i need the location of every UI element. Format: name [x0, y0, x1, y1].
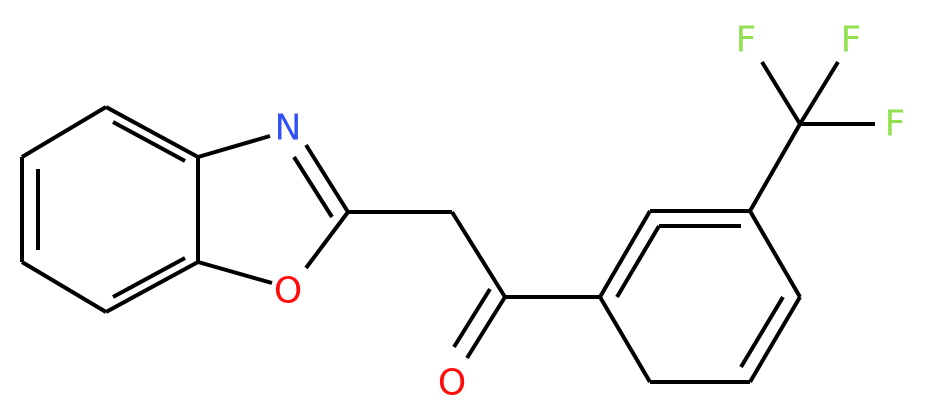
- bond: [748, 123, 802, 212]
- bond: [465, 295, 507, 360]
- bond: [105, 105, 199, 159]
- bond: [197, 134, 271, 159]
- bond: [798, 60, 840, 126]
- trifluoromethyl-group: [748, 60, 875, 212]
- bond: [598, 209, 652, 299]
- carbonyl-oxygen-label: O: [438, 363, 466, 404]
- nitrogen-label: N: [275, 108, 302, 149]
- bond: [112, 120, 186, 163]
- bond: [304, 143, 350, 214]
- bond: [598, 295, 652, 384]
- bond: [739, 295, 785, 369]
- bond: [292, 155, 334, 219]
- bond: [452, 287, 492, 349]
- bond: [20, 260, 108, 314]
- oxazole-oxygen-label: O: [274, 271, 302, 312]
- linker-and-ketone: [348, 210, 600, 360]
- bond: [105, 260, 199, 314]
- bond: [197, 260, 273, 285]
- bond: [748, 209, 802, 299]
- bond: [304, 210, 350, 270]
- bond: [748, 295, 802, 384]
- fluorine-label-3: F: [885, 104, 906, 145]
- bond: [112, 256, 186, 299]
- bond: [615, 224, 661, 299]
- bond: [760, 60, 802, 126]
- benzoxazole-benzene-ring: [20, 105, 200, 314]
- fluorine-label-2: F: [841, 20, 862, 61]
- bond: [20, 105, 108, 159]
- phenyl-ring: [598, 209, 802, 384]
- bond: [450, 210, 507, 299]
- oxazole-ring: [197, 134, 350, 285]
- fluorine-label-1: F: [736, 20, 757, 61]
